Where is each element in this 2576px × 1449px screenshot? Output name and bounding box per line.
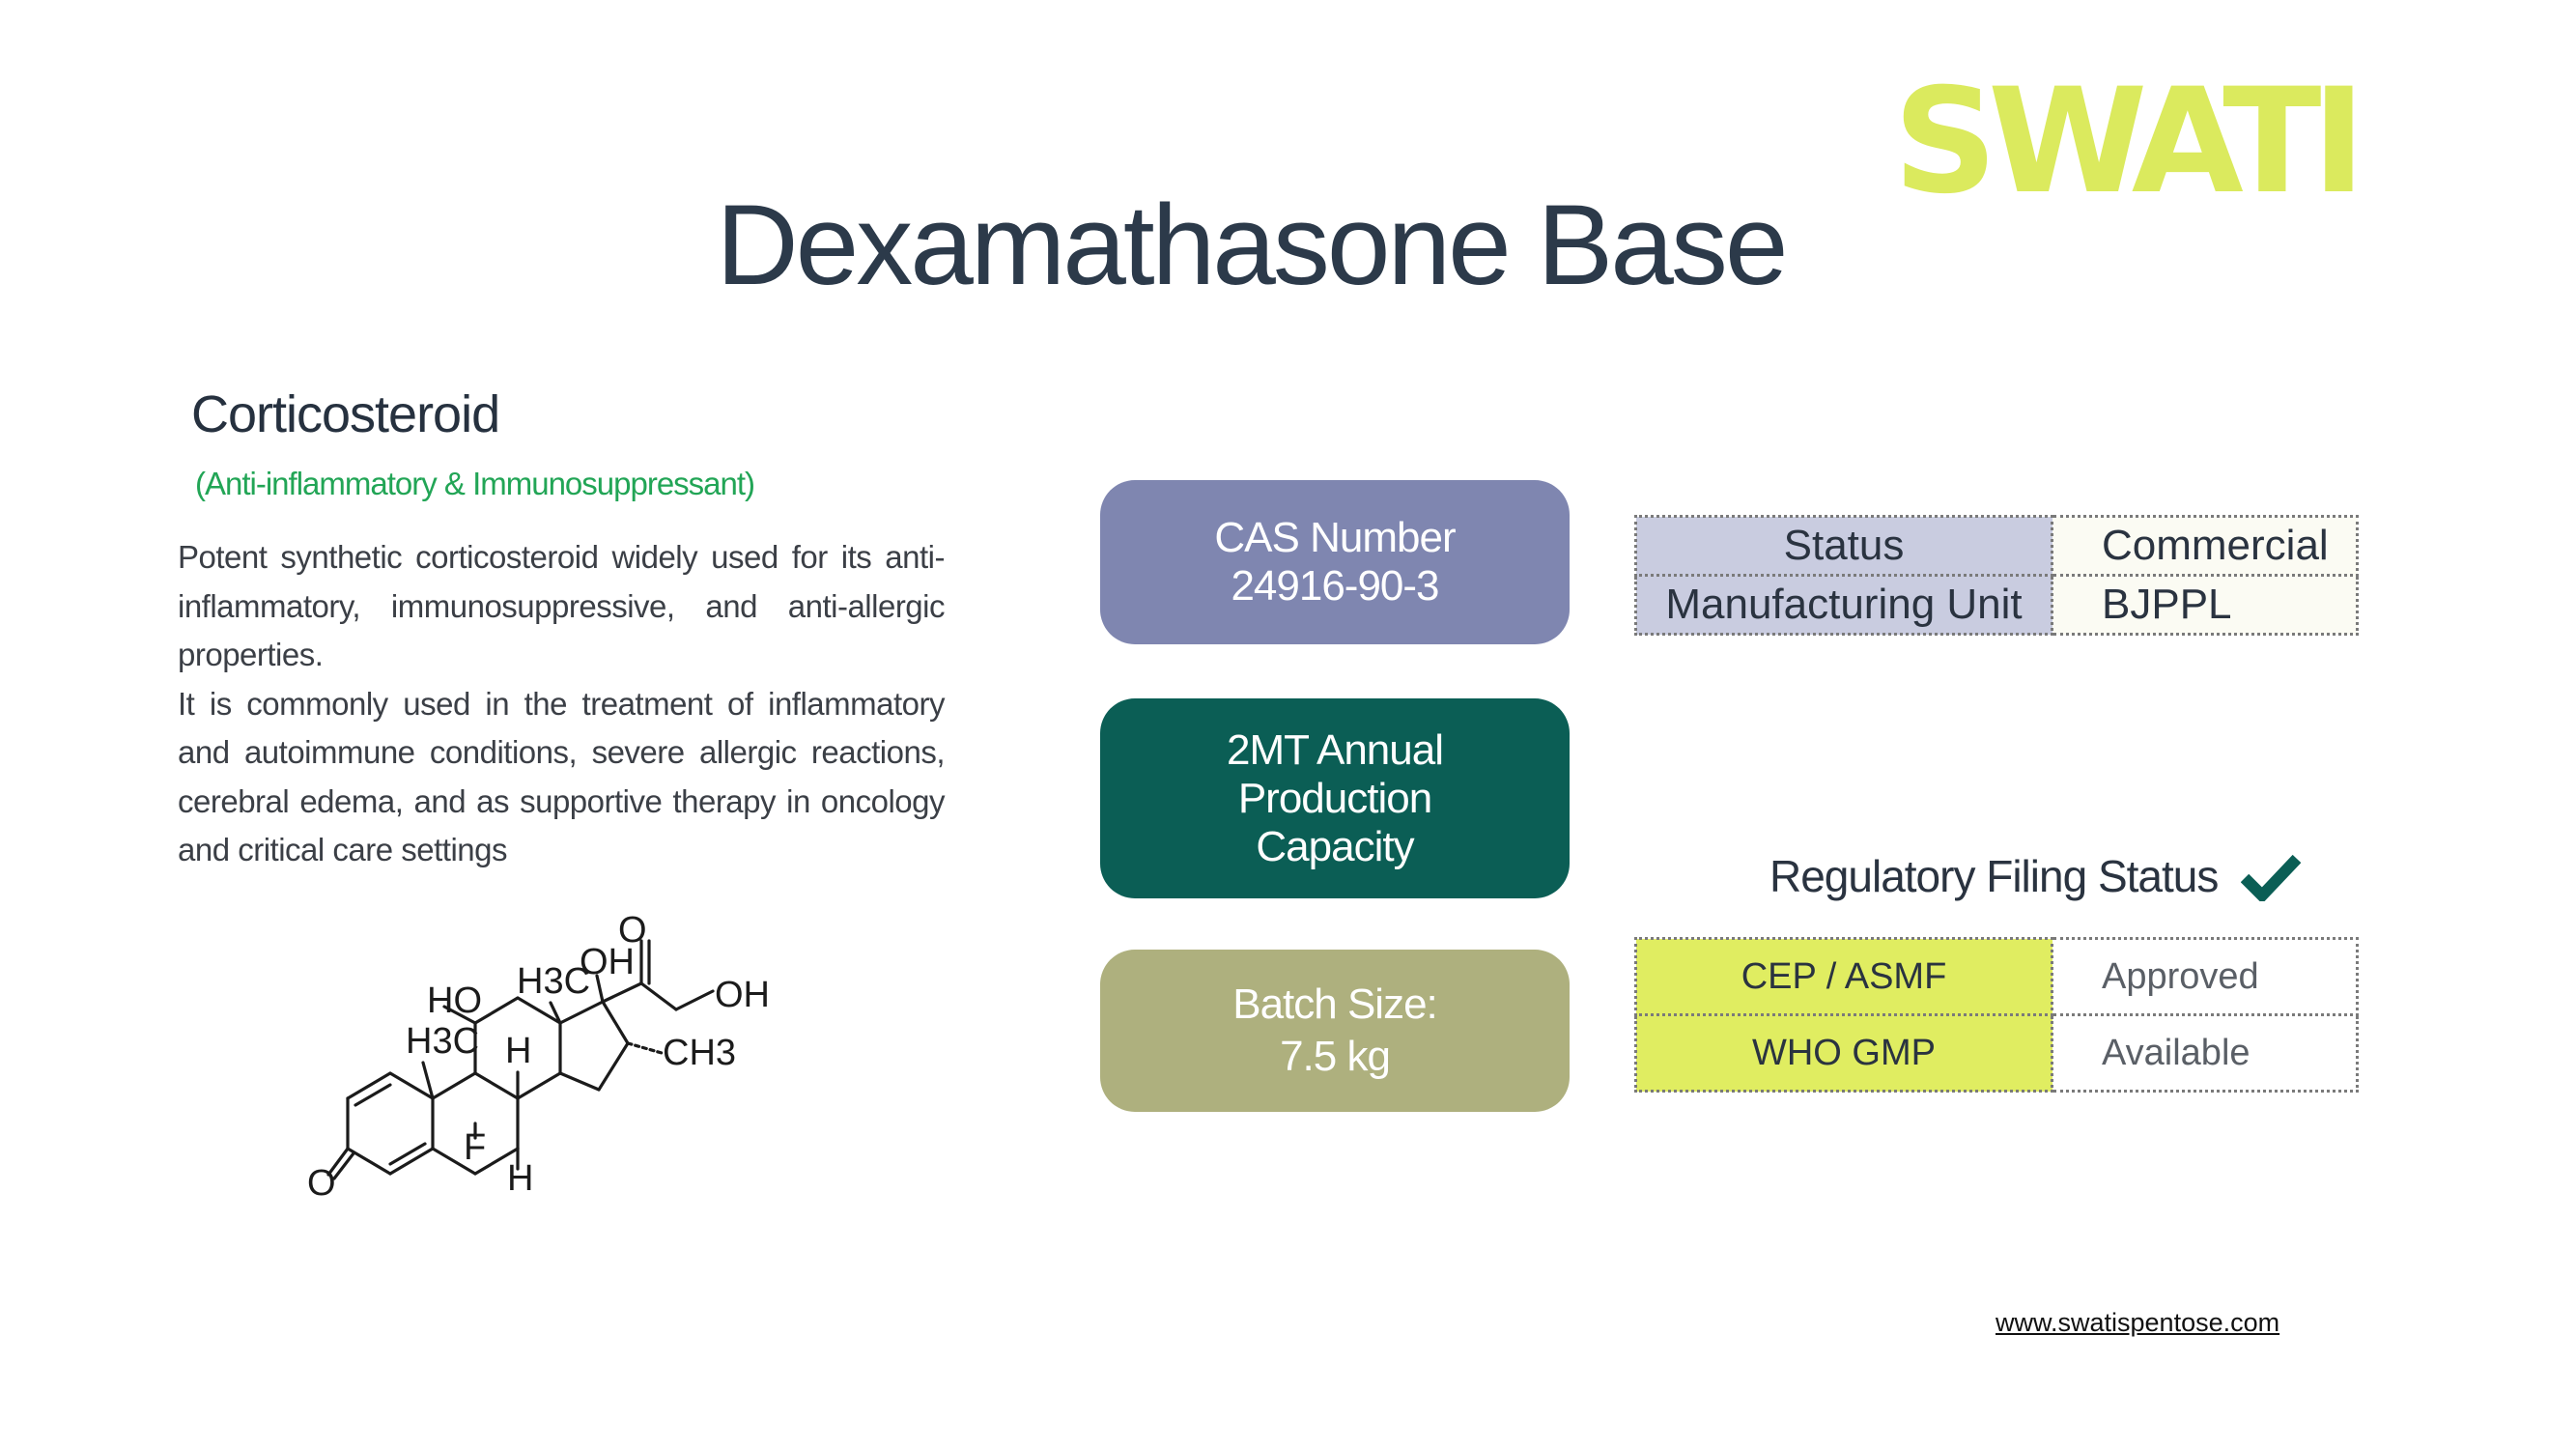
page-title: Dexamathasone Base [716, 182, 1788, 309]
cep-asmf-value: Approved [2051, 937, 2359, 1016]
label-oh-right: OH [715, 975, 770, 1015]
status-value: Commercial [2051, 515, 2359, 577]
status-key: Status [1634, 515, 2053, 577]
checkmark-icon [2241, 854, 2302, 901]
table-row: WHO GMP Available [1634, 1013, 2359, 1093]
regulatory-table: CEP / ASMF Approved WHO GMP Available [1634, 937, 2359, 1093]
label-ch3: CH3 [663, 1033, 736, 1073]
table-row: CEP / ASMF Approved [1634, 937, 2359, 1016]
website-link[interactable]: www.swatispentose.com [1996, 1308, 2280, 1337]
label-h3c-left: H3C [406, 1021, 479, 1062]
regulatory-title: Regulatory Filing Status [1769, 851, 2219, 901]
who-gmp-value: Available [2051, 1013, 2359, 1093]
status-table: Status Commercial Manufacturing Unit BJP… [1634, 515, 2359, 636]
product-class: Corticosteroid [191, 385, 500, 443]
cep-asmf-key: CEP / ASMF [1634, 937, 2053, 1016]
batch-value: 7.5 kg [1280, 1033, 1391, 1080]
production-line-3: Capacity [1256, 822, 1414, 870]
cas-value: 24916-90-3 [1231, 562, 1439, 610]
manufacturing-unit-key: Manufacturing Unit [1634, 574, 2053, 636]
label-h-bottom: H [507, 1158, 533, 1199]
label-f: F [464, 1127, 486, 1168]
batch-size-card: Batch Size: 7.5 kg [1100, 950, 1570, 1112]
brand-logo: SWATI [1893, 58, 2365, 226]
cas-label: CAS Number [1214, 514, 1456, 561]
label-h-mid: H [505, 1031, 531, 1071]
regulatory-heading: Regulatory Filing Status [1769, 850, 2302, 902]
description-paragraph: Potent synthetic corticosteroid widely u… [178, 539, 946, 672]
who-gmp-key: WHO GMP [1634, 1013, 2053, 1093]
product-description: Potent synthetic corticosteroid widely u… [178, 533, 946, 875]
production-capacity-card: 2MT Annual Production Capacity [1100, 698, 1570, 898]
description-paragraph: It is commonly used in the treatment of … [178, 685, 946, 868]
production-line-1: 2MT Annual [1226, 725, 1444, 774]
production-line-2: Production [1237, 774, 1432, 822]
chemical-structure-diagram: O OH H3C OH HO H3C H CH3 F H O [307, 910, 770, 1204]
batch-label: Batch Size: [1232, 980, 1438, 1028]
label-ho: HO [427, 980, 482, 1021]
label-h3c-top: H3C [517, 961, 590, 1002]
table-row: Status Commercial [1634, 515, 2359, 577]
cas-number-card: CAS Number 24916-90-3 [1100, 480, 1570, 644]
manufacturing-unit-value: BJPPL [2051, 574, 2359, 636]
table-row: Manufacturing Unit BJPPL [1634, 574, 2359, 636]
label-oh-top: OH [580, 942, 635, 982]
product-category: (Anti-inflammatory & Immunosuppressant) [195, 466, 755, 501]
label-o-left: O [307, 1163, 336, 1204]
label-o-top: O [618, 910, 647, 951]
